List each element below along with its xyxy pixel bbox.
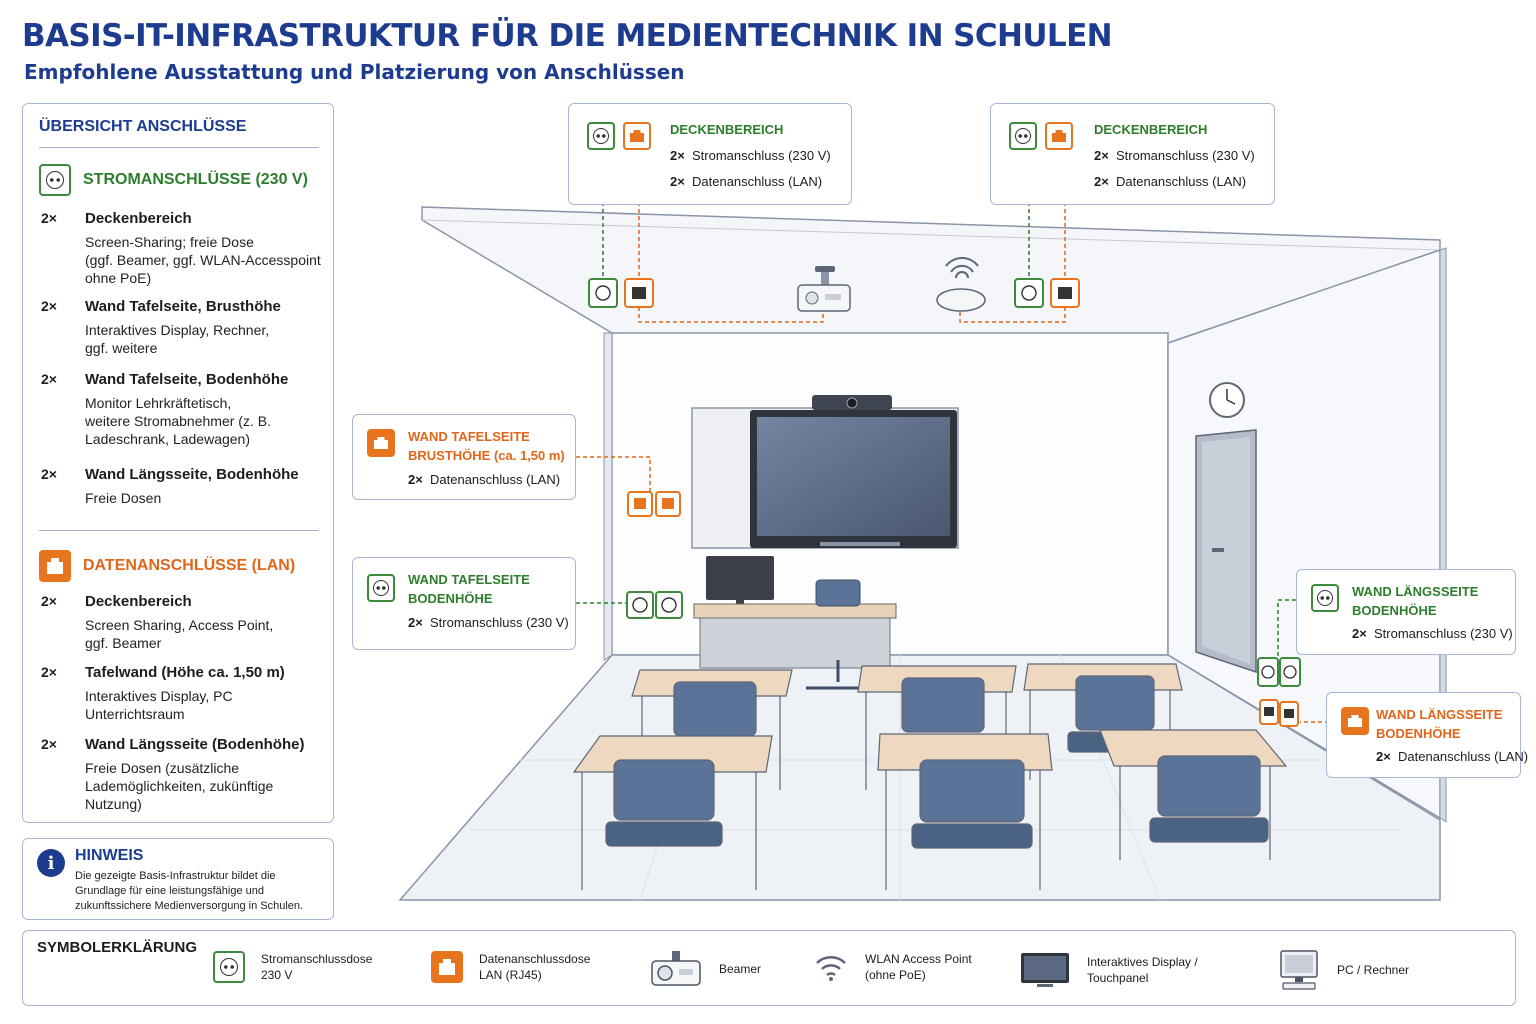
board-data-sockets — [627, 491, 681, 517]
projector — [797, 266, 851, 312]
left-wall — [603, 332, 613, 661]
student-desks — [572, 663, 1288, 890]
data-socket-icon — [1045, 122, 1073, 150]
hint-title: HINWEIS — [75, 847, 144, 864]
door — [1195, 429, 1257, 674]
projector-icon — [651, 951, 701, 986]
side-data-sockets — [1259, 699, 1299, 727]
callout-ceiling-left: DECKENBEREICH 2×Stromanschluss (230 V) 2… — [568, 103, 852, 205]
board-power-sockets — [626, 591, 683, 619]
page-title: BASIS-IT-INFRASTRUKTUR FÜR DIE MEDIENTEC… — [22, 18, 1113, 54]
ceiling-sockets-left — [588, 278, 654, 308]
legend-item: PC / Rechner — [1277, 949, 1409, 991]
data-socket-icon — [1341, 707, 1369, 735]
data-socket-icon — [431, 951, 463, 983]
legend-title: SYMBOLERKLÄRUNG — [37, 939, 197, 956]
display-icon — [1021, 953, 1069, 987]
overview-heading: ÜBERSICHT ANSCHLÜSSE — [39, 118, 247, 135]
power-socket-icon — [367, 574, 395, 602]
power-section-label: STROMANSCHLÜSSE (230 V) — [83, 171, 308, 188]
data-socket-icon — [623, 122, 651, 150]
wlan-access-point — [936, 257, 986, 312]
data-section-label: DATENANSCHLÜSSE (LAN) — [83, 557, 296, 574]
power-socket-icon — [1311, 584, 1339, 612]
info-icon: i — [37, 849, 65, 877]
divider — [39, 530, 319, 531]
wall-clock — [1209, 382, 1245, 418]
data-socket-icon — [367, 429, 395, 457]
hint-text: Die gezeigte Basis-Infrastruktur bildet … — [75, 870, 304, 912]
power-section-header: STROMANSCHLÜSSE (230 V) — [39, 164, 308, 196]
teacher-desk — [693, 556, 897, 690]
interactive-display — [750, 410, 957, 548]
legend-item: Interaktives Display /Touchpanel — [1019, 951, 1198, 989]
pc-icon — [1280, 950, 1318, 990]
power-socket-icon — [213, 951, 245, 983]
page-subtitle: Empfohlene Ausstattung und Platzierung v… — [24, 60, 685, 84]
legend-item: Beamer — [649, 949, 761, 989]
legend-item: WLAN Access Point(ohne PoE) — [813, 951, 972, 983]
ceiling-sockets-right — [1014, 278, 1080, 308]
wifi-icon — [816, 956, 846, 981]
divider — [39, 147, 319, 148]
data-socket-icon — [39, 550, 71, 582]
data-section-header: DATENANSCHLÜSSE (LAN) — [39, 550, 295, 582]
overview-panel: ÜBERSICHT ANSCHLÜSSE STROMANSCHLÜSSE (23… — [22, 103, 334, 823]
hint-panel: i HINWEIS Die gezeigte Basis-Infrastrukt… — [22, 838, 334, 920]
callout-ceiling-right: DECKENBEREICH 2×Stromanschluss (230 V) 2… — [990, 103, 1275, 205]
power-socket-icon — [587, 122, 615, 150]
power-socket-icon — [39, 164, 71, 196]
side-power-sockets — [1257, 657, 1301, 687]
power-socket-icon — [1009, 122, 1037, 150]
